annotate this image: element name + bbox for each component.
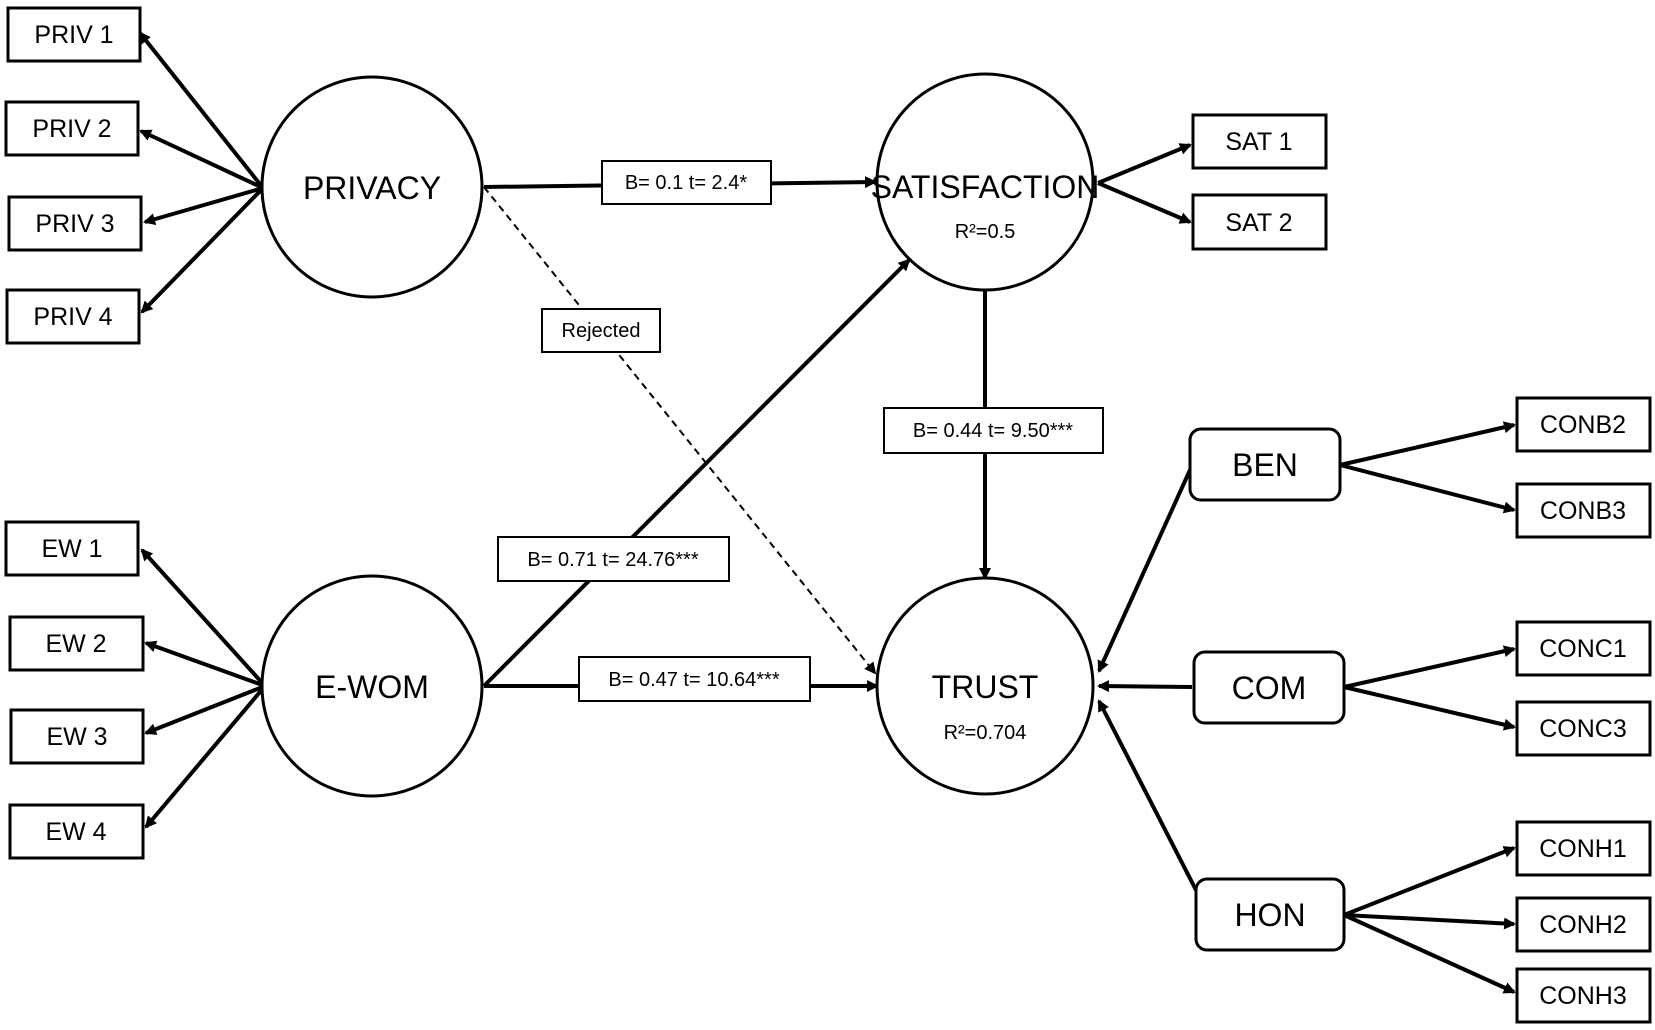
indicator-conc3-label: CONC3 [1539, 715, 1627, 743]
edge-hon-conh1 [1343, 846, 1516, 917]
indicator-conh1: CONH1 [1515, 820, 1652, 877]
dimension-ben: BEN [1188, 427, 1342, 502]
edge-sat-sat2 [1097, 181, 1192, 224]
indicator-conh2-label: CONH2 [1539, 911, 1627, 939]
path-label-ewom-trust: B= 0.47 t= 10.64*** [578, 656, 811, 702]
edge-hon-conh2 [1343, 913, 1516, 930]
edge-privacy-priv2 [139, 129, 264, 190]
indicator-conh2: CONH2 [1515, 896, 1652, 953]
edge-com-trust [1097, 680, 1193, 693]
edge-ben-conb3 [1339, 463, 1516, 514]
path-label-privacy-satisfaction: B= 0.1 t= 2.4* [601, 160, 772, 205]
indicator-priv2-label: PRIV 2 [32, 115, 111, 143]
indicator-priv2: PRIV 2 [4, 100, 140, 157]
path-label-satisfaction-trust: B= 0.44 t= 9.50*** [883, 407, 1104, 454]
indicator-priv3-label: PRIV 3 [35, 210, 114, 238]
indicator-conh1-label: CONH1 [1539, 835, 1627, 863]
edge-hon-conh3 [1343, 913, 1516, 994]
indicator-ew2-label: EW 2 [45, 630, 106, 658]
path-label-privacy-trust: Rejected [541, 308, 661, 353]
edge-ben-conb2 [1339, 421, 1516, 467]
dimension-hon: HON [1194, 877, 1346, 952]
construct-satisfaction: SATISFACTION R²=0.5 [871, 72, 1100, 292]
edge-ewom-ew2 [144, 640, 266, 688]
edge-sat-sat1 [1097, 143, 1192, 185]
trust-r2: R²=0.704 [944, 722, 1027, 744]
indicator-sat2: SAT 2 [1191, 193, 1328, 251]
edge-com-conc3 [1343, 685, 1516, 731]
privacy-label: PRIVACY [303, 170, 441, 206]
edge-ewom-ew1 [140, 548, 267, 688]
hon-label: HON [1234, 897, 1305, 933]
ben-label: BEN [1232, 447, 1298, 483]
indicator-ew4: EW 4 [8, 803, 145, 860]
edge-privacy-priv4 [140, 186, 265, 314]
satisfaction-r2: R²=0.5 [955, 221, 1016, 243]
indicator-conc1: CONC1 [1515, 620, 1652, 677]
indicator-priv3: PRIV 3 [7, 195, 143, 252]
edge-ewom-ew4 [144, 684, 267, 829]
edge-privacy-trust-rejected [483, 186, 877, 675]
edge-com-conc1 [1343, 645, 1516, 689]
edge-privacy-priv3 [143, 186, 264, 225]
ewom-label: E-WOM [315, 669, 429, 705]
indicator-priv1: PRIV 1 [6, 6, 142, 63]
indicator-conb3: CONB3 [1515, 482, 1652, 539]
indicator-conh3-label: CONH3 [1539, 982, 1627, 1010]
path-privacy-satisfaction-text: B= 0.1 t= 2.4* [625, 172, 748, 194]
path-ewom-trust-text: B= 0.47 t= 10.64*** [608, 669, 779, 691]
path-ewom-satisfaction-text: B= 0.71 t= 24.76*** [527, 549, 698, 571]
edge-ewom-satisfaction [482, 258, 911, 688]
indicator-priv4: PRIV 4 [5, 288, 141, 345]
construct-trust: TRUST R²=0.704 [875, 576, 1095, 796]
dimension-com: COM [1192, 650, 1346, 725]
indicator-conb2-label: CONB2 [1540, 411, 1626, 439]
indicator-sat1-label: SAT 1 [1225, 128, 1292, 156]
path-privacy-trust-text: Rejected [562, 320, 641, 342]
indicator-conc3: CONC3 [1515, 700, 1652, 757]
indicator-ew4-label: EW 4 [45, 818, 106, 846]
construct-ewom: E-WOM [260, 574, 484, 798]
indicator-ew3-label: EW 3 [46, 723, 107, 751]
path-label-ewom-satisfaction: B= 0.71 t= 24.76*** [497, 536, 730, 582]
indicator-ew3: EW 3 [9, 708, 145, 765]
indicator-priv4-label: PRIV 4 [33, 303, 112, 331]
indicator-priv1-label: PRIV 1 [34, 21, 113, 49]
indicator-conc1-label: CONC1 [1539, 635, 1627, 663]
satisfaction-label: SATISFACTION [871, 169, 1100, 205]
indicator-conh3: CONH3 [1515, 967, 1652, 1024]
edge-ben-trust [1097, 469, 1192, 673]
indicator-ew1: EW 1 [4, 520, 140, 577]
edge-hon-trust [1097, 699, 1199, 893]
indicator-conb2: CONB2 [1515, 396, 1652, 453]
edge-privacy-priv1 [138, 31, 265, 190]
edge-ewom-ew3 [144, 684, 266, 735]
trust-label: TRUST [932, 669, 1039, 705]
indicator-ew1-label: EW 1 [41, 535, 102, 563]
indicator-sat1: SAT 1 [1191, 113, 1328, 170]
indicator-sat2-label: SAT 2 [1225, 209, 1292, 237]
construct-privacy: PRIVACY [260, 75, 484, 299]
indicator-ew2: EW 2 [8, 615, 145, 672]
path-satisfaction-trust-text: B= 0.44 t= 9.50*** [913, 420, 1073, 442]
indicator-conb3-label: CONB3 [1540, 497, 1626, 525]
com-label: COM [1232, 670, 1307, 706]
